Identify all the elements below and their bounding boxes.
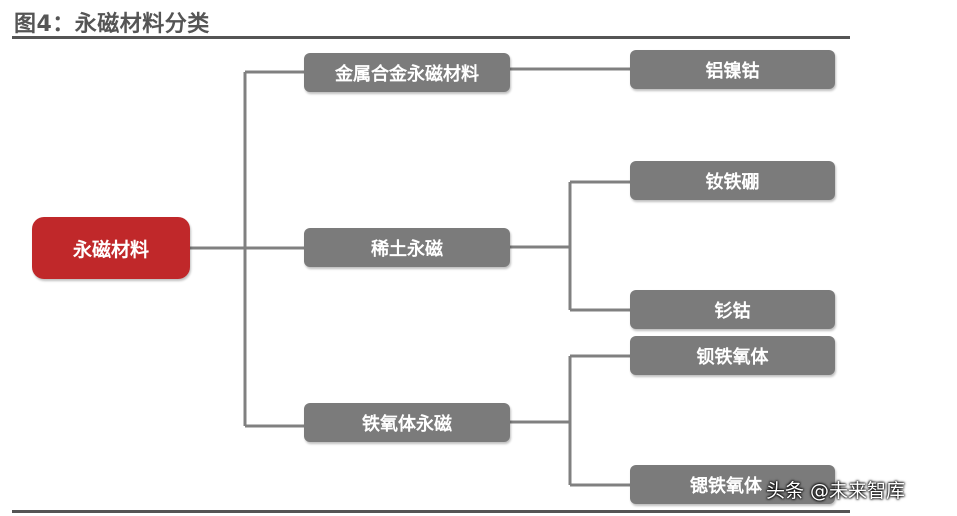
node-alnico: 铝镍钴	[630, 50, 835, 89]
node-ndfeb: 钕铁硼	[630, 161, 835, 200]
node-permanent-magnet-materials: 永磁材料	[32, 217, 190, 279]
top-rule	[12, 36, 850, 39]
bottom-rule	[12, 510, 850, 513]
node-metal-alloy-magnets: 金属合金永磁材料	[304, 53, 510, 92]
node-strontium-ferrite: 锶铁氧体	[630, 465, 835, 504]
watermark: 头条 @未来智库	[766, 480, 906, 502]
figure-title: 图4：永磁材料分类	[14, 12, 210, 37]
node-barium-ferrite: 钡铁氧体	[630, 336, 835, 375]
node-smco: 钐钴	[630, 290, 835, 329]
node-ferrite-magnets: 铁氧体永磁	[304, 403, 510, 442]
node-rare-earth-magnets: 稀土永磁	[304, 228, 510, 267]
